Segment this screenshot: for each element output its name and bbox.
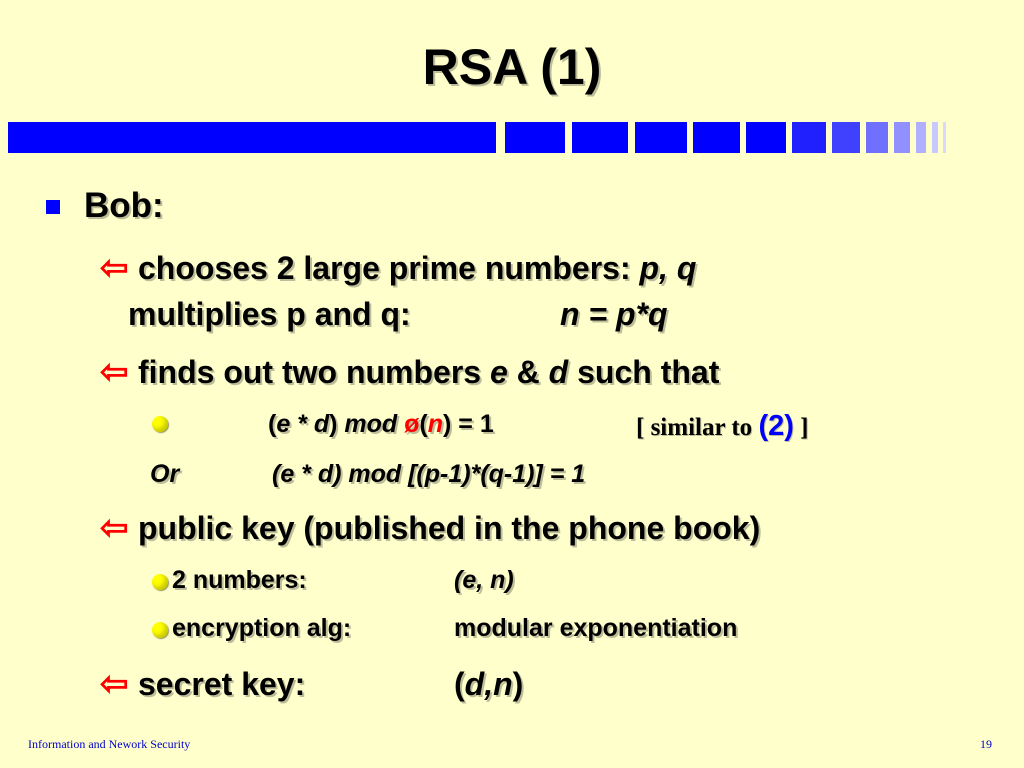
slide-title: RSA (1) (422, 39, 602, 95)
similar-note: [ similar to (2) ] (636, 410, 808, 443)
bullet-2-e: e (489, 354, 508, 390)
bullet-3-sub-2-value: modular exponentiation (454, 614, 738, 642)
bullet-1-vars: p, q (639, 250, 697, 286)
page-number: 19 (980, 737, 992, 751)
bullet-1-text: chooses 2 large prime numbers: (138, 250, 640, 286)
eq1-ed: e * d (276, 410, 330, 438)
eq1-paren-close: ) (443, 410, 452, 438)
bullet-2-line: finds out two numbers e & d such that (138, 354, 719, 391)
bullet-2-amp: & (507, 354, 549, 390)
yellow-dot-bullet-icon (152, 416, 168, 432)
similar-ref: (2) (758, 410, 794, 442)
red-arrow-bullet-icon: ⇦ (100, 353, 129, 391)
eq1-open: ( (268, 410, 277, 438)
b4-close: ) (512, 666, 524, 702)
similar-post: ] (793, 414, 809, 441)
equation-2-or: Or (150, 460, 180, 488)
b4-value: d,n (464, 666, 513, 702)
equation-1: (e * d) mod ø(n) = 1 (268, 410, 494, 439)
red-arrow-bullet-icon: ⇦ (100, 665, 129, 703)
red-arrow-bullet-icon: ⇦ (100, 249, 129, 287)
bullet-3-sub-2-label: encryption alg: (172, 614, 352, 642)
bullet-3-text: public key (published in the phone book) (138, 510, 761, 546)
bullet-2-tail: such that (568, 354, 720, 390)
yellow-dot-bullet-icon (152, 622, 168, 638)
bullet-2-text: finds out two numbers (138, 354, 490, 390)
blue-square-bullet-icon (46, 200, 60, 214)
bullet-4-value: (d,n) (454, 666, 523, 703)
eq1-n: n (427, 410, 444, 438)
bullet-3-sub-1-value: (e, n) (454, 566, 514, 594)
eq1-mod: mod (337, 410, 405, 438)
bullet-2-d: d (548, 354, 569, 390)
equation-2-expr: (e * d) mod [(p-1)*(q-1)] = 1 (272, 460, 586, 488)
eq1-paren-open: ( (419, 410, 428, 438)
bullet-1-line-1: chooses 2 large prime numbers: p, q (138, 250, 696, 287)
bullet-3-sub-1-label: 2 numbers: (172, 566, 307, 594)
eq1-close: ) (329, 410, 338, 438)
bullet-4-label: secret key: (138, 666, 306, 702)
eq1-phi: ø (404, 410, 420, 438)
main-bullet-text: Bob: (84, 186, 164, 225)
b4-open: ( (454, 666, 465, 702)
bullet-1-formula: n = p*q (560, 296, 668, 332)
footer-course-title: Information and Nework Security (28, 737, 191, 751)
similar-pre: [ similar to (636, 414, 759, 441)
eq1-equals: = 1 (451, 410, 494, 438)
bullet-1-line-2: multiplies p and q: (128, 296, 411, 332)
yellow-dot-bullet-icon (152, 574, 168, 590)
red-arrow-bullet-icon: ⇦ (100, 509, 129, 547)
